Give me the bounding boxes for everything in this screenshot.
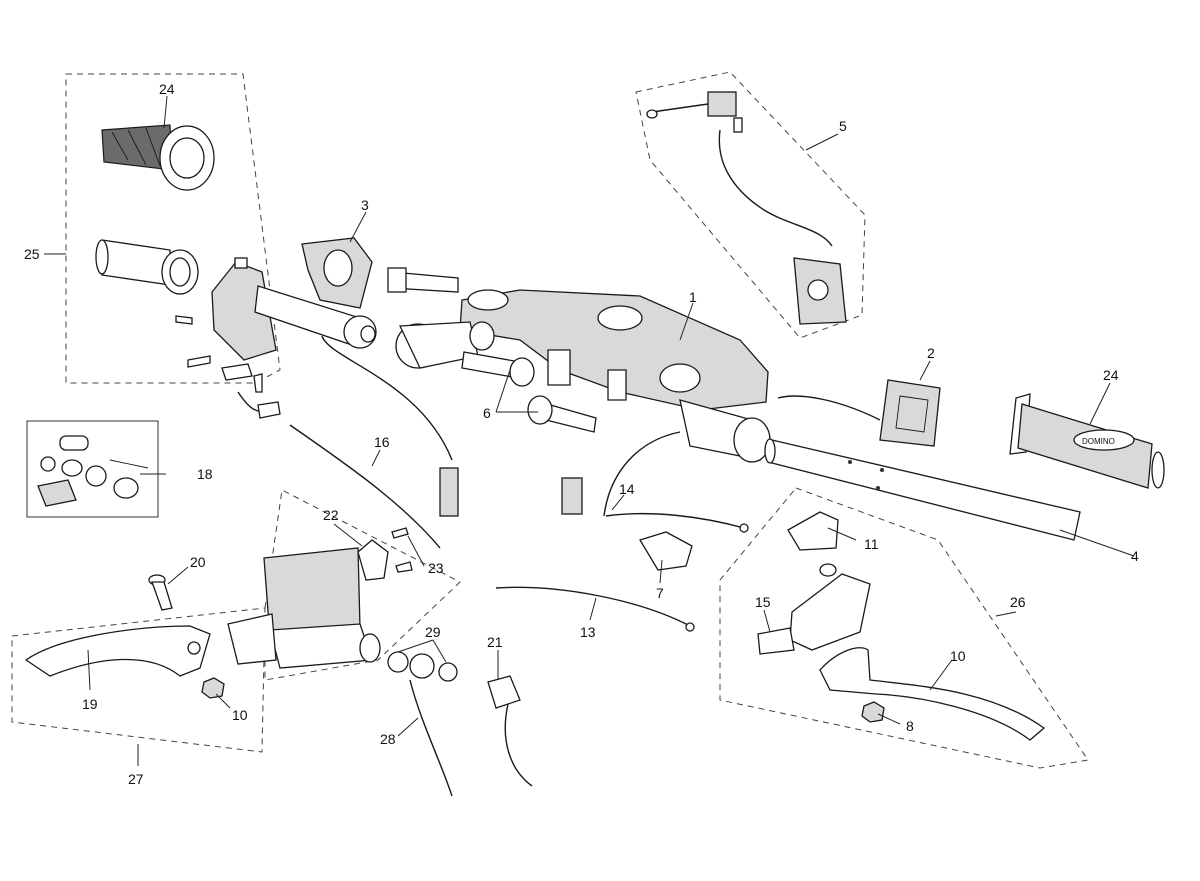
- cable-part-13: [495, 586, 691, 627]
- group-26-boundary: [719, 487, 1089, 769]
- nut-part-8: [861, 701, 885, 723]
- callout-labels: 1 2 3 4 5 6 7 8 10 10 11 13 14 15 16 18 …: [24, 81, 1139, 787]
- callout-15: 15: [755, 594, 771, 610]
- callout-6: 6: [483, 405, 491, 421]
- callout-10-right: 10: [950, 648, 966, 664]
- callout-16: 16: [374, 434, 390, 450]
- lever-part-19: [24, 625, 211, 677]
- riser-block: [679, 399, 771, 463]
- cable-13-end: [685, 622, 695, 632]
- grip-right-part-24: DOMINO: [1009, 393, 1165, 489]
- callout-19: 19: [82, 696, 98, 712]
- callout-14: 14: [619, 481, 635, 497]
- hose-part-28: [409, 679, 453, 797]
- cable-part-16: [289, 335, 459, 549]
- banjo-part-21: [487, 675, 533, 787]
- callout-27: 27: [128, 771, 144, 787]
- callout-18: 18: [197, 466, 213, 482]
- cable-part-14: [605, 512, 745, 529]
- callout-25: 25: [24, 246, 40, 262]
- group-27-boundary: [11, 607, 266, 753]
- callout-7: 7: [656, 585, 664, 601]
- clamp-part-3: [301, 237, 373, 309]
- clutch-perch-part-11: [787, 511, 839, 551]
- bolts-part-6: [461, 351, 597, 433]
- grip-brand-text: DOMINO: [1082, 437, 1115, 446]
- nut-part-10-left: [201, 677, 225, 699]
- callout-5: 5: [839, 118, 847, 134]
- callout-1: 1: [689, 289, 697, 305]
- callout-20: 20: [190, 554, 206, 570]
- repair-kit-part-18: [37, 435, 149, 507]
- callout-3: 3: [361, 197, 369, 213]
- callout-26: 26: [1010, 594, 1026, 610]
- handlebar-right-part-4: [764, 438, 1081, 541]
- callout-23: 23: [428, 560, 444, 576]
- callout-13: 13: [580, 624, 596, 640]
- throttle-assembly-part-25: [95, 239, 281, 419]
- grip-left-part-24: [101, 124, 215, 191]
- callout-24-left: 24: [159, 81, 175, 97]
- clutch-lever-body: [757, 573, 871, 655]
- clamp-part-22: [357, 527, 413, 581]
- master-cylinder: [227, 547, 381, 669]
- boot-part-7: [639, 531, 693, 571]
- bolt-top: [387, 267, 459, 293]
- callout-21: 21: [487, 634, 503, 650]
- callout-28: 28: [380, 731, 396, 747]
- triple-clamp-part-1: [395, 289, 769, 411]
- small-bush: [819, 563, 837, 577]
- bolt-part-20: [148, 574, 173, 611]
- leader-lines: [44, 95, 1135, 766]
- callout-29: 29: [425, 624, 441, 640]
- kit-18-box: [26, 420, 159, 518]
- group-25-boundary: [65, 73, 281, 384]
- group-27b-boundary: [264, 489, 461, 681]
- brake-assembly-part-5: [646, 91, 847, 325]
- handlebar-left-tube: [254, 285, 377, 349]
- callout-24-right: 24: [1103, 367, 1119, 383]
- callout-4: 4: [1131, 548, 1139, 564]
- callout-2: 2: [927, 345, 935, 361]
- lever-part-10-right: [819, 647, 1046, 741]
- cable-14-end: [739, 523, 749, 533]
- connector-lower-center: [561, 431, 681, 517]
- switch-part-2: [777, 379, 941, 447]
- callout-22: 22: [323, 507, 339, 523]
- callout-11: 11: [864, 536, 879, 552]
- washers-part-29: [387, 651, 458, 682]
- callout-8: 8: [906, 718, 914, 734]
- callout-10-left: 10: [232, 707, 248, 723]
